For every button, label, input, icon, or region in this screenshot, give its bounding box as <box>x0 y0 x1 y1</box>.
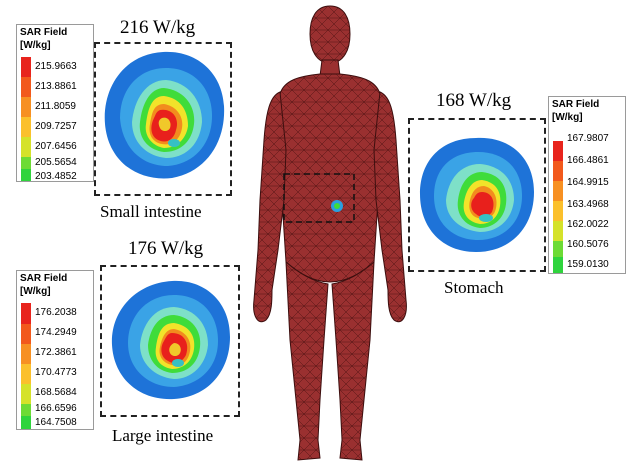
scale-swatch <box>21 137 31 157</box>
scale-swatch <box>553 141 563 161</box>
legend-tick: 159.0130 <box>567 259 609 271</box>
legend-tick: 176.2038 <box>35 307 77 319</box>
legend-stomach: SAR Field [W/kg] 167.9807 166.4861 164.9… <box>548 96 626 274</box>
scale-swatch <box>21 169 31 181</box>
scale-swatch <box>21 77 31 97</box>
sar-value-label: 168 W/kg <box>436 90 511 112</box>
legend-tick: 163.4968 <box>567 199 609 211</box>
scale-swatch <box>21 384 31 404</box>
sar-heatmap <box>410 120 544 270</box>
body-mesh-svg <box>250 0 410 468</box>
sar-value-label: 216 W/kg <box>120 17 195 39</box>
legend-tick: 166.6596 <box>35 403 77 415</box>
legend-tick: 168.5684 <box>35 387 77 399</box>
organ-label: Large intestine <box>112 426 213 446</box>
scale-swatch <box>553 161 563 181</box>
legend-unit: [W/kg] <box>552 112 583 124</box>
legend-tick: 172.3861 <box>35 347 77 359</box>
human-body-mesh <box>250 0 410 468</box>
scale-swatch <box>21 416 31 429</box>
legend-tick: 166.4861 <box>567 155 609 167</box>
scale-swatch <box>553 241 563 257</box>
legend-tick: 215.9663 <box>35 61 77 73</box>
legend-title: SAR Field <box>552 99 599 111</box>
scale-swatch <box>553 257 563 273</box>
legend-tick: 162.0022 <box>567 219 609 231</box>
legend-tick: 164.9915 <box>567 177 609 189</box>
sar-heatmap <box>96 44 230 194</box>
legend-small-intestine: SAR Field [W/kg] 215.9663 213.8861 211.8… <box>16 24 94 182</box>
scale-swatch <box>21 97 31 117</box>
scale-swatch <box>21 57 31 77</box>
scale-swatch <box>21 157 31 169</box>
legend-title: SAR Field <box>20 273 67 285</box>
legend-title: SAR Field <box>20 27 67 39</box>
scale-swatch <box>553 201 563 221</box>
scale-swatch <box>21 364 31 384</box>
scale-swatch <box>21 404 31 416</box>
organ-label: Small intestine <box>100 202 202 222</box>
scale-swatch <box>553 221 563 241</box>
legend-tick: 160.5076 <box>567 239 609 251</box>
legend-tick: 203.4852 <box>35 171 77 183</box>
scale-swatch <box>21 324 31 344</box>
legend-tick: 164.7508 <box>35 417 77 429</box>
legend-unit: [W/kg] <box>20 286 51 298</box>
sar-map-frame <box>408 118 546 272</box>
legend-tick: 205.5654 <box>35 157 77 169</box>
legend-tick: 167.9807 <box>567 133 609 145</box>
legend-tick: 174.2949 <box>35 327 77 339</box>
scale-swatch <box>553 181 563 201</box>
legend-tick: 207.6456 <box>35 141 77 153</box>
scale-swatch <box>21 344 31 364</box>
legend-tick: 170.4773 <box>35 367 77 379</box>
legend-tick: 209.7257 <box>35 121 77 133</box>
sar-heatmap <box>102 267 238 415</box>
sar-map-frame <box>94 42 232 196</box>
legend-tick: 213.8861 <box>35 81 77 93</box>
sar-map-frame <box>100 265 240 417</box>
scale-swatch <box>21 117 31 137</box>
sar-value-label: 176 W/kg <box>128 238 203 260</box>
legend-large-intestine: SAR Field [W/kg] 176.2038 174.2949 172.3… <box>16 270 94 430</box>
scale-swatch <box>21 303 31 324</box>
legend-unit: [W/kg] <box>20 40 51 52</box>
legend-tick: 211.8059 <box>35 101 76 113</box>
organ-label: Stomach <box>444 278 504 298</box>
